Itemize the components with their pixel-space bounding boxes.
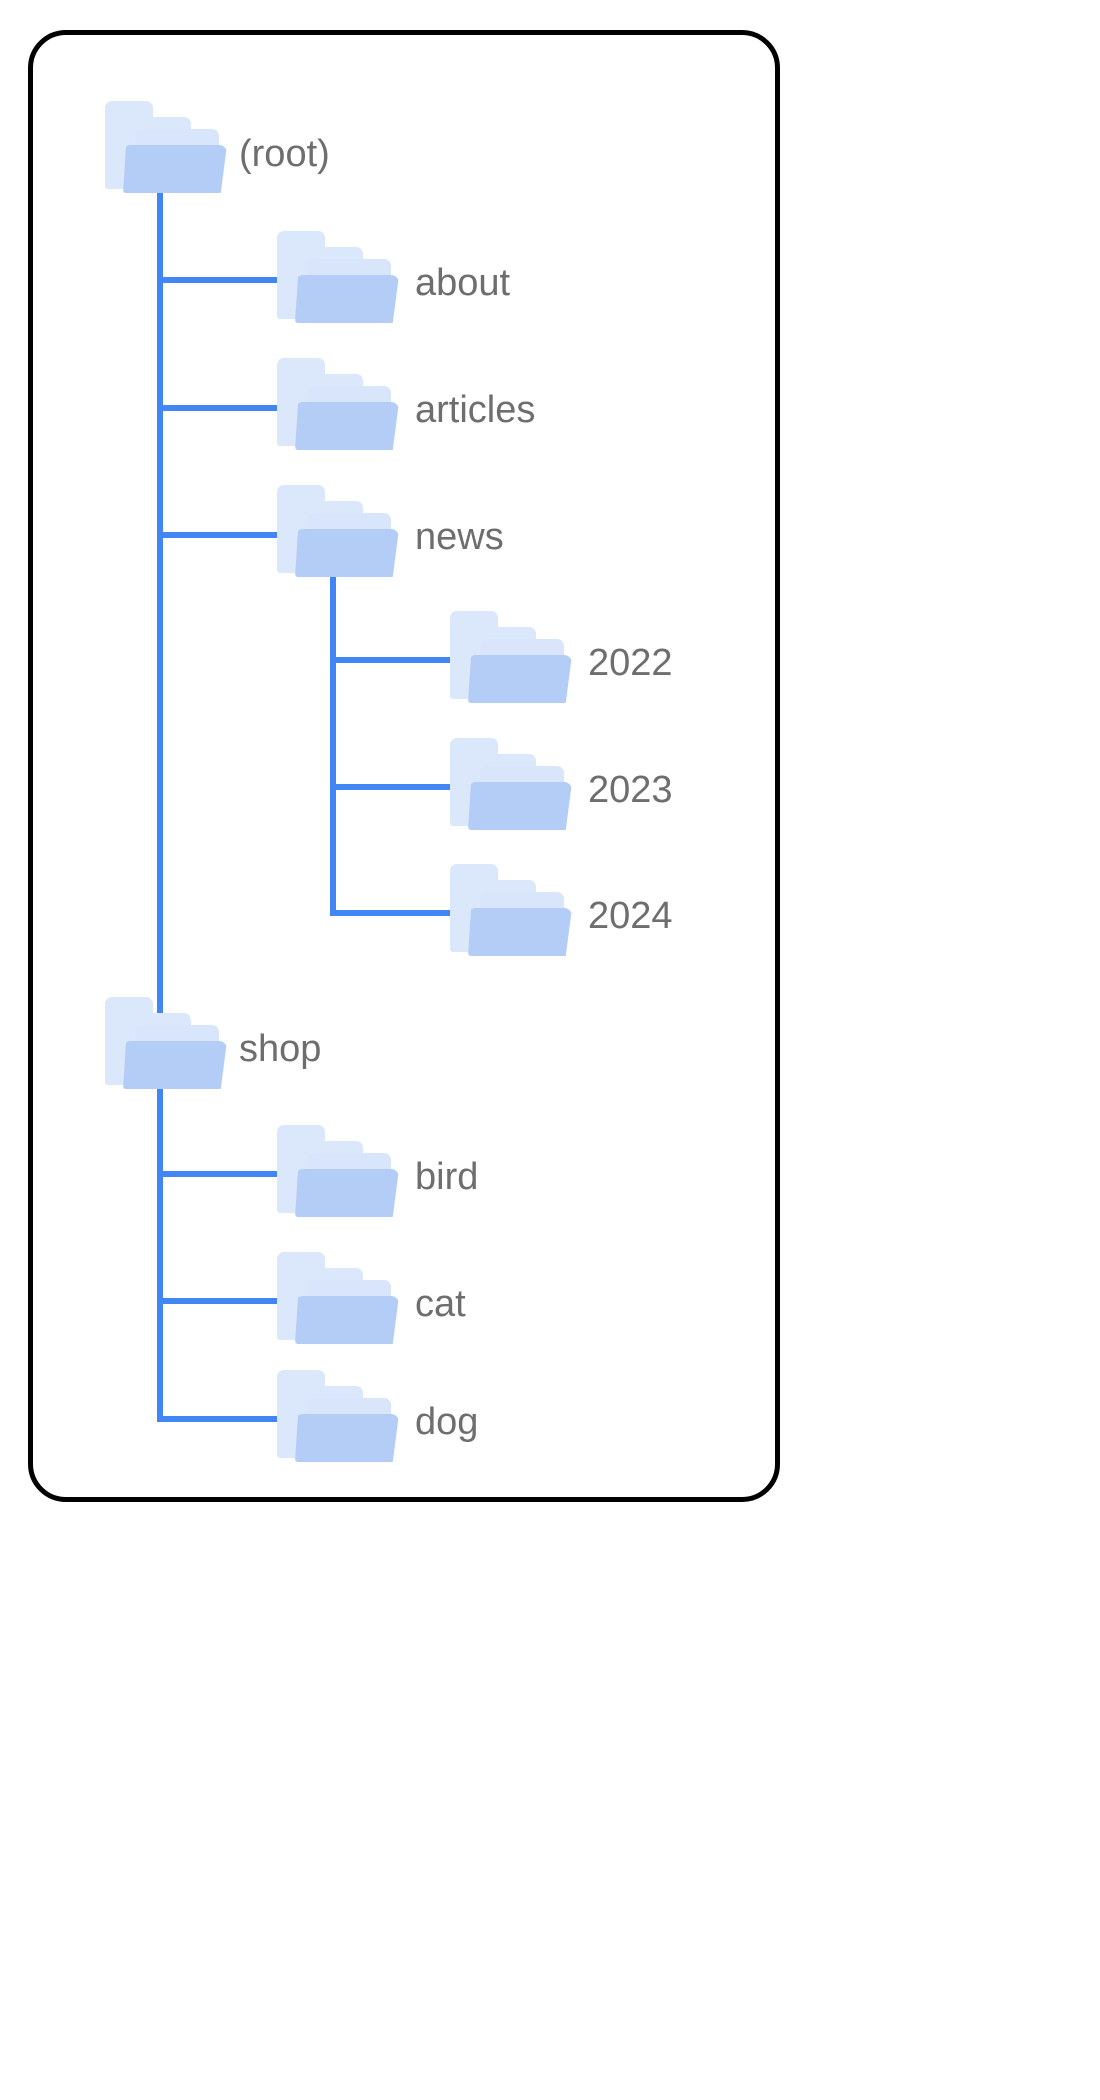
folder-front-layer: [468, 782, 572, 830]
folder-icon-root[interactable]: [105, 101, 227, 193]
folder-front-layer: [295, 1296, 399, 1344]
connector-shop-dog: [157, 1416, 283, 1422]
folder-front-layer: [123, 145, 227, 193]
folder-icon-news[interactable]: [277, 485, 399, 577]
folder-front-layer: [468, 655, 572, 703]
folder-icon-articles[interactable]: [277, 358, 399, 450]
folder-front-layer: [295, 275, 399, 323]
connector-root-news: [157, 532, 283, 538]
connector-news-spine: [330, 565, 336, 916]
folder-front-layer: [295, 529, 399, 577]
folder-front-layer: [295, 1414, 399, 1462]
folder-icon-about[interactable]: [277, 231, 399, 323]
node-label-root: (root): [239, 133, 330, 175]
node-label-bird: bird: [415, 1156, 479, 1198]
connector-news-2022: [330, 657, 456, 663]
node-label-2024: 2024: [588, 895, 673, 937]
connector-news-2024: [330, 910, 456, 916]
node-label-2022: 2022: [588, 642, 673, 684]
folder-icon-2024[interactable]: [450, 864, 572, 956]
node-label-news: news: [415, 516, 504, 558]
node-label-2023: 2023: [588, 769, 673, 811]
node-label-cat: cat: [415, 1283, 466, 1325]
node-label-dog: dog: [415, 1401, 479, 1443]
folder-front-layer: [123, 1041, 227, 1089]
folder-icon-bird[interactable]: [277, 1125, 399, 1217]
connector-root-about: [157, 277, 283, 283]
node-label-articles: articles: [415, 389, 536, 431]
connector-root-spine: [157, 187, 163, 1041]
connector-shop-spine: [157, 1041, 163, 1422]
node-label-about: about: [415, 262, 511, 304]
folder-front-layer: [295, 402, 399, 450]
folder-icon-dog[interactable]: [277, 1370, 399, 1462]
diagram-card: (root) about articles news: [28, 30, 780, 1502]
connector-shop-bird: [157, 1171, 283, 1177]
node-label-shop: shop: [239, 1028, 322, 1070]
connector-news-2023: [330, 784, 456, 790]
connector-root-articles: [157, 405, 283, 411]
folder-icon-2023[interactable]: [450, 738, 572, 830]
folder-icon-2022[interactable]: [450, 611, 572, 703]
folder-icon-shop[interactable]: [105, 997, 227, 1089]
folder-icon-cat[interactable]: [277, 1252, 399, 1344]
connector-shop-cat: [157, 1298, 283, 1304]
folder-front-layer: [468, 908, 572, 956]
folder-front-layer: [295, 1169, 399, 1217]
